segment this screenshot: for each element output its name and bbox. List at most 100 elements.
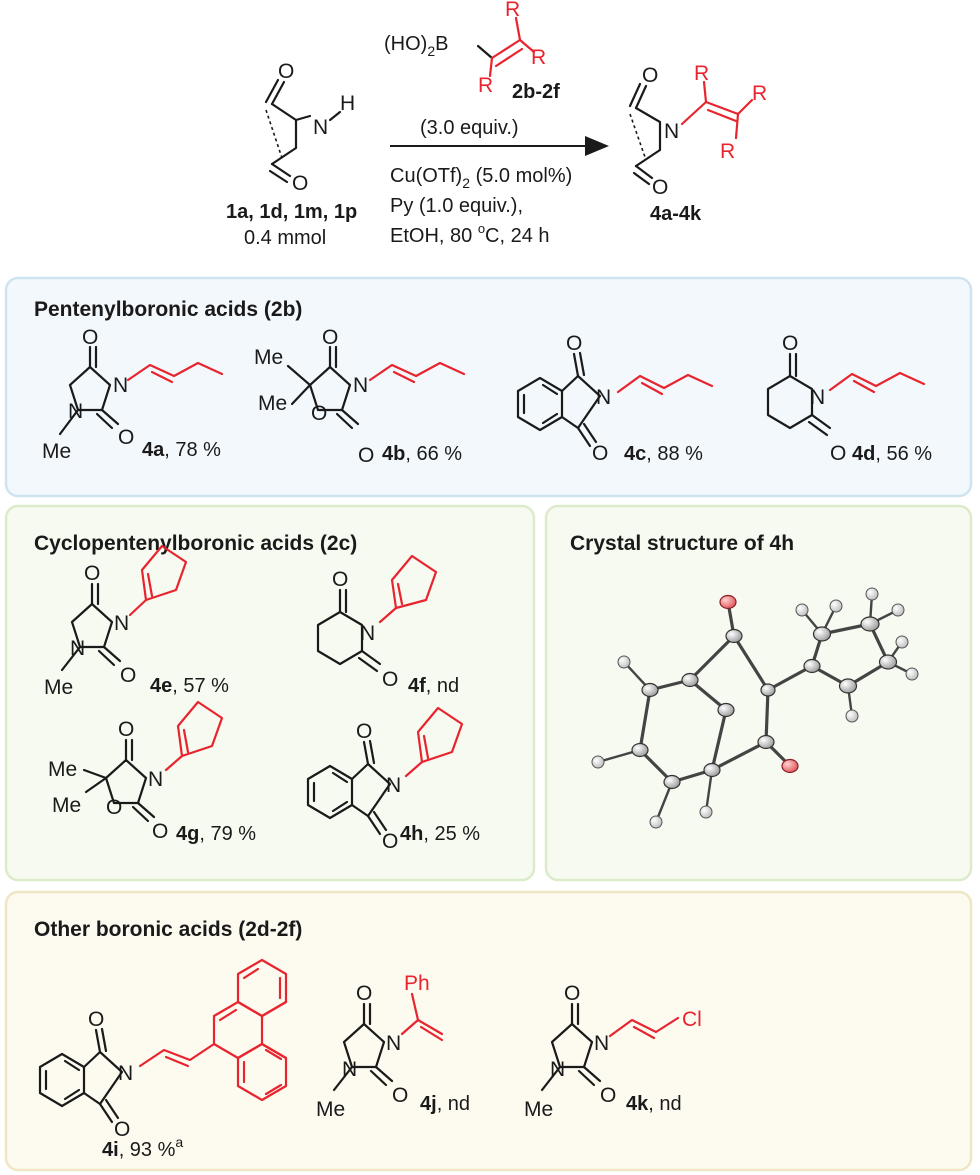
substituent-R: R: [720, 140, 735, 163]
product-label-4b: 4b, 66 %: [382, 443, 462, 465]
panel-title: Cyclopentenylboronic acids (2c): [34, 532, 357, 555]
substrate-amount: 0.4 mmol: [244, 227, 326, 249]
structure-4g: O N O O Me Me: [48, 700, 224, 843]
atom-O: O: [292, 172, 308, 195]
substituent-R: R: [478, 74, 493, 97]
panel-cyclopentenyl: Cyclopentenylboronic acids (2c) O N N O …: [4, 504, 536, 882]
atom-Me: Me: [316, 1098, 345, 1121]
product-label-4g: 4g, 79 %: [176, 823, 256, 845]
atom-Me: Me: [42, 440, 71, 463]
product-label-4d: 4d, 56 %: [852, 443, 932, 465]
structure-4j: O N N O Me Ph: [316, 972, 444, 1121]
product-label-4h: 4h, 25 %: [400, 823, 480, 845]
reagent-amount: (3.0 equiv.): [420, 117, 519, 139]
atom-O: O: [114, 1118, 130, 1141]
atom-Me: Me: [258, 392, 287, 415]
atom-N: N: [118, 1062, 133, 1085]
product-label-4e: 4e, 57 %: [150, 675, 229, 697]
atom-N: N: [113, 374, 128, 397]
atom-H: H: [340, 92, 355, 115]
atom-Ph: Ph: [404, 972, 430, 995]
solvent-text: EtOH, 80 oC, 24 h: [390, 221, 550, 247]
atom-O: O: [118, 426, 134, 449]
atom-N: N: [386, 1032, 401, 1055]
panel-pentenyl: Pentenylboronic acids (2b) O N N O Me 4a…: [4, 276, 973, 498]
atom-N: N: [810, 386, 825, 409]
atom-N: N: [596, 386, 611, 409]
structure-4a: O N N O Me: [42, 326, 224, 463]
substituent-R: R: [531, 46, 546, 69]
structure-4i: O N O: [38, 958, 288, 1141]
atom-O: O: [356, 982, 372, 1005]
atom-Me: Me: [48, 758, 77, 781]
substituent-R: R: [752, 82, 767, 105]
panel-title: Crystal structure of 4h: [570, 532, 794, 555]
atom-O: O: [356, 720, 372, 743]
atom-N: N: [148, 768, 163, 791]
atom-O: O: [382, 830, 398, 853]
atom-N: N: [360, 622, 375, 645]
structure-4f: O N O: [316, 554, 438, 691]
reaction-header: O O N H 1a, 1d, 1m, 1p 0.4 mmol (HO)2B R…: [226, 0, 767, 249]
atom-Me: Me: [254, 346, 283, 369]
atom-O: O: [392, 1084, 408, 1107]
crystal-structure-ortep: [591, 587, 919, 829]
panel-title: Other boronic acids (2d-2f): [34, 918, 302, 941]
atom-O: O: [152, 820, 168, 843]
substrate-codes: 1a, 1d, 1m, 1p: [226, 201, 357, 223]
boronic-acid-reagent: (HO)2B R R R: [384, 0, 546, 97]
atom-O: O: [106, 796, 122, 819]
product-label-4f: 4f, nd: [408, 675, 459, 697]
atom-O: O: [782, 332, 798, 355]
product-label-4k: 4k, nd: [626, 1093, 682, 1115]
atom-O: O: [88, 1008, 104, 1031]
structure-4b: O N O O Me Me: [254, 326, 466, 467]
atom-O: O: [311, 402, 327, 425]
atom-N: N: [114, 612, 129, 635]
panel-other: Other boronic acids (2d-2f) O N O: [4, 890, 973, 1172]
substrate-structure: O O N H: [264, 60, 355, 195]
panel-title: Pentenylboronic acids (2b): [34, 298, 302, 321]
product-structure: O O N R R R: [628, 62, 767, 199]
atom-O: O: [566, 332, 582, 355]
atom-O: O: [84, 562, 100, 585]
product-codes: 4a-4k: [650, 203, 702, 225]
atom-N: N: [550, 1058, 565, 1081]
atom-O: O: [120, 664, 136, 687]
structure-4e: O N N O Me: [44, 544, 188, 699]
atom-O: O: [322, 326, 338, 349]
atom-O: O: [830, 442, 846, 465]
reagent-code: 2b-2f: [512, 81, 560, 103]
product-label-4c: 4c, 88 %: [624, 443, 703, 465]
atom-Me: Me: [524, 1098, 553, 1121]
atom-Me: Me: [44, 676, 73, 699]
atom-O: O: [600, 1084, 616, 1107]
structure-4k: O N N O Me Cl: [524, 982, 702, 1121]
atom-N: N: [594, 1032, 609, 1055]
structure-4d: O N O: [766, 332, 926, 465]
atom-O: O: [332, 568, 348, 591]
atom-N: N: [70, 637, 85, 660]
atom-N: N: [342, 1058, 357, 1081]
atom-N: N: [664, 120, 679, 143]
product-label-4j: 4j, nd: [420, 1093, 470, 1115]
atom-O: O: [118, 718, 134, 741]
atom-Cl: Cl: [682, 1008, 702, 1031]
atom-O: O: [278, 60, 294, 83]
atom-Me: Me: [52, 794, 81, 817]
atom-N: N: [353, 374, 368, 397]
substituent-R: R: [694, 62, 709, 85]
structure-4h: O N O: [306, 706, 464, 853]
atom-O: O: [642, 64, 658, 87]
reagent-formula: (HO)2B: [384, 33, 448, 59]
product-label-4a: 4a, 78 %: [142, 439, 221, 461]
atom-O: O: [82, 326, 98, 349]
panel-crystal: Crystal structure of 4h: [544, 504, 973, 882]
base-text: Py (1.0 equiv.),: [390, 195, 523, 217]
atom-O: O: [358, 444, 374, 467]
atom-N: N: [386, 774, 401, 797]
substituent-R: R: [505, 0, 520, 21]
catalyst-text: Cu(OTf)2 (5.0 mol%): [390, 165, 572, 191]
atom-O: O: [382, 668, 398, 691]
